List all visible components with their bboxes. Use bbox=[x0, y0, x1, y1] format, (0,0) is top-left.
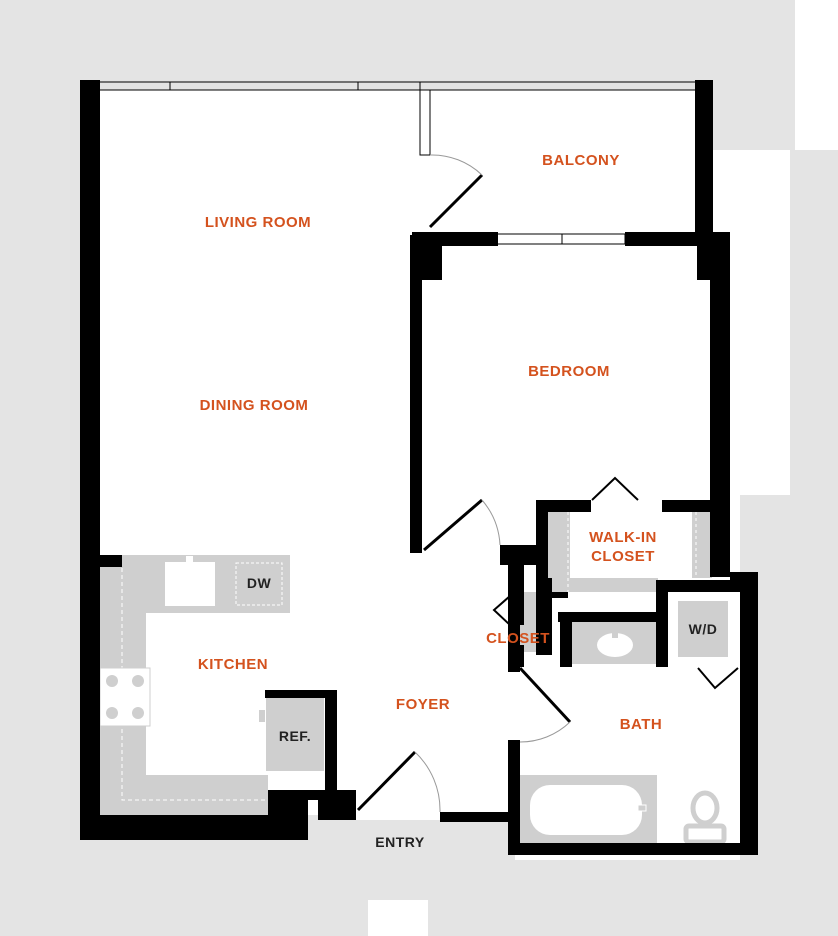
closet-shelving bbox=[548, 512, 712, 592]
bath-label: BATH bbox=[620, 716, 663, 733]
washer-dryer bbox=[678, 601, 728, 657]
floor-area bbox=[98, 90, 737, 855]
dishwasher bbox=[235, 562, 283, 606]
windows bbox=[97, 81, 697, 245]
doors bbox=[356, 154, 739, 813]
washer-dryer-label: W/D bbox=[689, 621, 718, 637]
foyer-closet-shelf bbox=[519, 592, 541, 652]
refrigerator-label: REF. bbox=[279, 728, 311, 744]
foyer-label: FOYER bbox=[396, 696, 450, 713]
bath-sink bbox=[597, 633, 633, 657]
entry-label: ENTRY bbox=[375, 834, 425, 850]
bathtub bbox=[530, 785, 642, 835]
walls bbox=[80, 80, 758, 855]
counter-dashed-edge bbox=[121, 568, 268, 801]
kitchen-label: KITCHEN bbox=[198, 656, 268, 673]
living-room-label: LIVING ROOM bbox=[205, 214, 311, 231]
walk-in-closet-label-line1: WALK-IN bbox=[589, 529, 657, 546]
toilet-icon bbox=[683, 790, 727, 845]
walk-in-closet-label-line2: CLOSET bbox=[591, 548, 655, 565]
dishwasher-label: DW bbox=[247, 575, 272, 591]
refrigerator bbox=[266, 697, 324, 771]
closet-label: CLOSET bbox=[486, 630, 550, 647]
dining-room-label: DINING ROOM bbox=[200, 397, 309, 414]
bedroom-label: BEDROOM bbox=[528, 363, 610, 380]
faucet-stem bbox=[187, 556, 192, 574]
bath-fixtures bbox=[517, 622, 727, 845]
refrigerator-handle bbox=[259, 710, 265, 722]
stove-icon bbox=[99, 667, 151, 727]
balcony-label: BALCONY bbox=[542, 152, 620, 169]
